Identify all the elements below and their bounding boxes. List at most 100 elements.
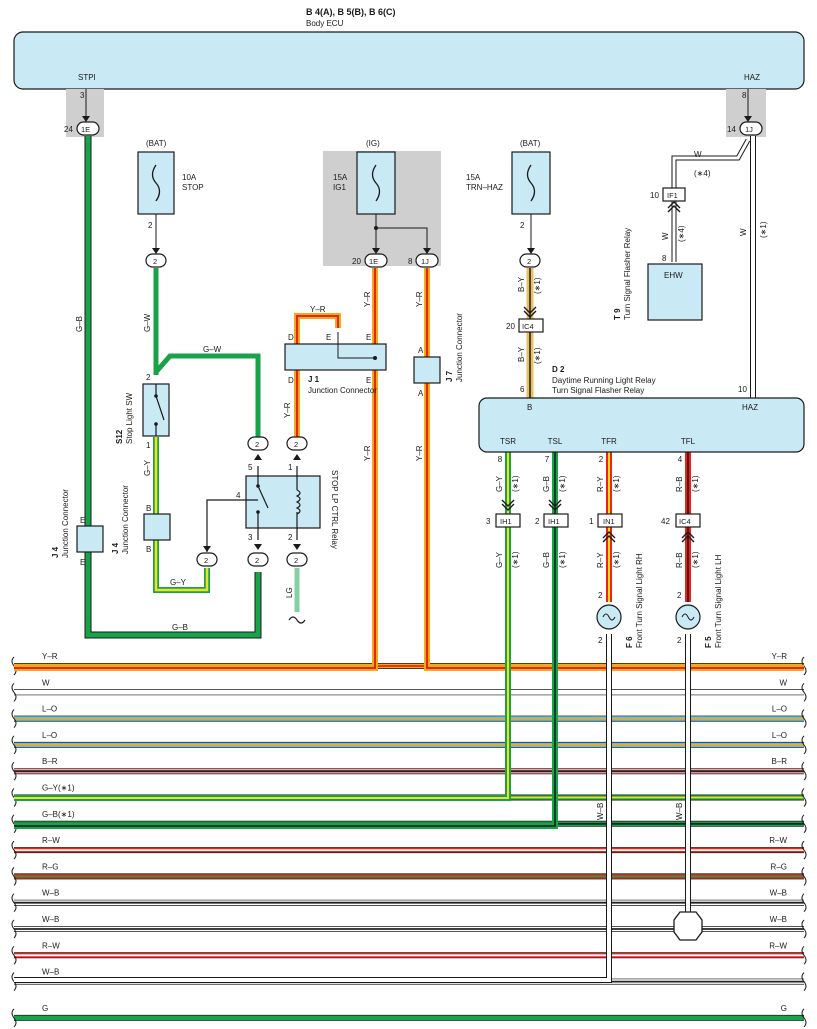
f5-front-turn-signal-lh: 2 2 F 5 Front Turn Signal Light LH [675,554,723,648]
d2-pin-name: TSR [500,437,516,446]
svg-text:B: B [527,403,532,412]
svg-text:(∗4): (∗4) [677,225,686,242]
bus-line: L–O L–O [11,705,807,728]
stop-lp-ctrl-relay: 5 1 4 3 2 STOP LP CTRL Relay [203,454,339,552]
svg-text:Junction Connector: Junction Connector [121,485,130,554]
bus-label-right: W–B [770,889,787,898]
ecu-pin-haz: HAZ [744,73,760,82]
svg-text:(∗1): (∗1) [511,475,520,492]
bus-label-left: L–O [42,705,57,714]
bus-label-left: R–G [42,862,58,871]
svg-text:Stop Light SW: Stop Light SW [125,392,134,444]
svg-text:2: 2 [520,221,525,230]
d2-pin-name: TFL [681,437,696,446]
svg-text:2: 2 [153,257,157,266]
svg-text:(∗1): (∗1) [558,475,567,492]
svg-text:B: B [146,545,151,554]
svg-text:R–B: R–B [675,476,684,492]
svg-text:J 4: J 4 [111,542,120,554]
d2-pin-name: TSL [548,437,563,446]
svg-text:2: 2 [677,636,682,645]
svg-text:2: 2 [204,556,208,565]
connector-relay-4: 2 [196,552,218,567]
svg-text:(∗1): (∗1) [612,551,621,568]
svg-text:(BAT): (BAT) [146,139,167,148]
svg-text:1: 1 [589,517,594,526]
svg-text:IG1: IG1 [333,183,346,192]
svg-text:TRN–HAZ: TRN–HAZ [466,183,503,192]
bus-label-right: L–O [772,731,787,740]
svg-text:R–Y: R–Y [596,476,605,492]
d2-pin-name: TFR [601,437,617,446]
svg-text:(∗1): (∗1) [759,221,768,238]
connector-1j-top: 1J 14 [727,121,763,136]
body-ecu-box [13,31,805,90]
connector-ih1-b: IH1 2 [535,513,569,528]
svg-text:1E: 1E [369,257,378,266]
svg-text:LG: LG [285,587,294,598]
svg-text:G–W: G–W [203,345,222,354]
connector-stop-2: 2 [145,253,167,268]
connector-1e-top: 1E 24 [64,121,100,136]
svg-text:T 9: T 9 [613,308,622,320]
svg-text:D: D [288,333,294,342]
f6-front-turn-signal-rh: 2 2 F 6 Front Turn Signal Light RH [596,553,644,648]
svg-text:Y–R: Y–R [415,445,424,461]
wire-g-b-stpi [84,136,262,639]
svg-text:F 5: F 5 [704,636,713,648]
j4-junction-left: E E J 4 Junction Connector [51,489,104,567]
ecu-title: B 4(A), B 5(B), B 6(C) [306,7,396,17]
svg-text:2: 2 [146,373,151,382]
bus-label-right: B–R [771,757,787,766]
svg-text:(∗1): (∗1) [533,347,542,364]
svg-text:3: 3 [486,517,491,526]
svg-text:(∗1): (∗1) [612,475,621,492]
svg-text:E: E [80,516,85,525]
wire-y-r-relay [294,313,341,437]
ecu-subtitle: Body ECU [306,19,344,28]
bus-label-right: W–B [770,915,787,924]
wire-g-w [153,268,261,437]
svg-text:Turn Signal Flasher Relay: Turn Signal Flasher Relay [623,228,632,320]
svg-text:(∗1): (∗1) [511,551,520,568]
svg-text:G–Y: G–Y [495,475,504,492]
bus-label-right: L–O [772,705,787,714]
fuse-stop: (BAT) 10A STOP 2 [137,139,204,254]
connector-1e-bottom: 1E 20 [352,253,388,268]
bus-label-right: Y–R [771,652,787,661]
connector-relay-2: 2 [286,552,308,567]
svg-text:(∗4): (∗4) [694,169,711,178]
svg-text:Y–R: Y–R [363,445,372,461]
bus-label-left: L–O [42,731,57,740]
svg-text:2: 2 [294,440,298,449]
svg-text:J 7: J 7 [445,370,454,382]
svg-text:J 1: J 1 [308,375,320,384]
svg-text:E: E [80,558,85,567]
bus-label-right: W [779,678,787,687]
svg-text:A: A [418,389,424,398]
svg-text:8: 8 [408,257,413,266]
bus-label-left: B–R [42,757,58,766]
wire-y-r-1e [14,268,378,671]
bus-label-left: Y–R [42,652,58,661]
svg-text:2: 2 [148,221,153,230]
bus-label-right: G [781,1004,787,1013]
svg-text:G–B: G–B [542,476,551,492]
connector-relay-3: 2 [247,552,269,567]
svg-text:(∗1): (∗1) [691,551,700,568]
svg-text:G–W: G–W [143,313,152,332]
svg-text:(∗1): (∗1) [558,551,567,568]
svg-text:EHW: EHW [664,271,683,280]
svg-text:Y–R: Y–R [283,402,292,418]
d2-pin-number: 2 [599,455,604,464]
svg-text:J 4: J 4 [51,546,60,558]
svg-text:G–B: G–B [75,316,84,332]
svg-text:G–Y: G–Y [143,459,152,476]
svg-text:Daytime Running Light Relay: Daytime Running Light Relay [552,376,656,385]
svg-text:E: E [326,333,331,342]
